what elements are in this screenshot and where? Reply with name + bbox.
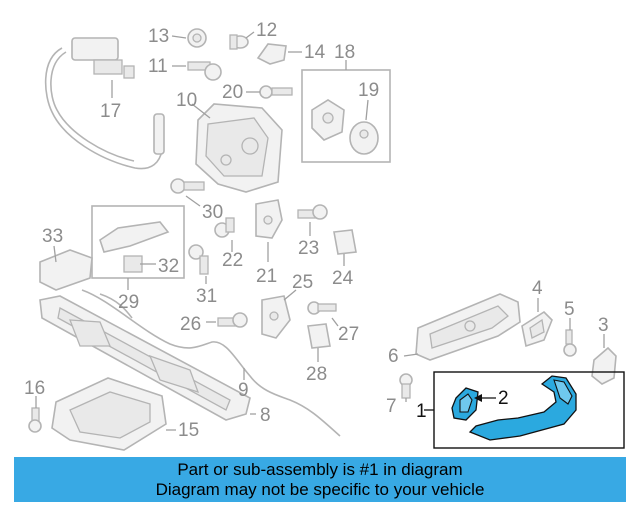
- cap-14: [256, 43, 287, 65]
- bushing-24: [333, 229, 357, 255]
- leader-10: [191, 103, 211, 119]
- leader-13: [171, 35, 187, 39]
- outside-handle-1[interactable]: [468, 375, 577, 441]
- callout-9[interactable]: 9: [238, 380, 249, 401]
- callout-21[interactable]: 21: [256, 266, 277, 287]
- bracket-25: [261, 295, 291, 339]
- callout-25[interactable]: 25: [292, 272, 313, 293]
- bracket-21: [255, 199, 283, 239]
- leader-6: [403, 353, 419, 357]
- callout-30[interactable]: 30: [202, 202, 223, 223]
- callout-29[interactable]: 29: [118, 292, 139, 313]
- callout-33[interactable]: 33: [42, 226, 63, 247]
- door-latch-10: [195, 103, 283, 193]
- door-frame: [39, 289, 341, 437]
- callout-5[interactable]: 5: [564, 299, 575, 320]
- striker-assembly-18: [301, 69, 391, 163]
- bolt-27: [307, 301, 337, 315]
- bolt-20: [259, 85, 293, 99]
- callout-26[interactable]: 26: [180, 314, 201, 335]
- callout-6[interactable]: 6: [388, 346, 399, 367]
- switch-33: [39, 249, 93, 291]
- control-module-15: [51, 377, 167, 451]
- callout-7[interactable]: 7: [386, 396, 397, 417]
- actuator-cable-17: [44, 37, 165, 170]
- callout-28[interactable]: 28: [306, 364, 327, 385]
- callout-8[interactable]: 8: [260, 405, 271, 426]
- bolt-31: [188, 244, 209, 275]
- callout-10[interactable]: 10: [176, 90, 197, 111]
- callout-27[interactable]: 27: [338, 324, 359, 345]
- bushing-28: [307, 323, 331, 349]
- callout-19[interactable]: 19: [358, 80, 379, 101]
- callout-18[interactable]: 18: [334, 42, 355, 63]
- callout-15[interactable]: 15: [178, 420, 199, 441]
- leader-25: [283, 289, 297, 301]
- grommet-13: [187, 28, 207, 48]
- leader-33: [53, 245, 57, 263]
- bolt-16: [28, 407, 42, 433]
- callout-1[interactable]: 1: [416, 401, 427, 422]
- callout-16[interactable]: 16: [24, 378, 45, 399]
- leader-27: [331, 317, 339, 327]
- leader-30: [185, 195, 201, 207]
- callout-22[interactable]: 22: [222, 250, 243, 271]
- callout-2[interactable]: 2: [498, 388, 509, 409]
- bolt-11: [187, 61, 222, 81]
- bolt-12: [229, 34, 249, 50]
- leader-12: [245, 31, 255, 39]
- handle-insert-2[interactable]: [451, 387, 479, 421]
- callout-32[interactable]: 32: [158, 256, 179, 277]
- callout-14[interactable]: 14: [304, 42, 326, 63]
- leader-2: [474, 394, 496, 402]
- bolt-26: [217, 312, 248, 328]
- screw-5: [563, 329, 577, 357]
- leader-19: [365, 99, 369, 121]
- callout-31[interactable]: 31: [196, 286, 217, 307]
- handle-carrier-6: [415, 293, 521, 361]
- callout-13[interactable]: 13: [148, 26, 169, 47]
- info-banner: Part or sub-assembly is #1 in diagram Di…: [14, 457, 626, 502]
- gasket-4: [521, 310, 553, 348]
- banner-line-2: Diagram may not be specific to your vehi…: [155, 479, 485, 499]
- callout-4[interactable]: 4: [532, 278, 543, 299]
- banner-line-1: Part or sub-assembly is #1 in diagram: [177, 459, 463, 479]
- bolt-7: [399, 373, 413, 399]
- lock-cylinder-kit-29: [91, 205, 185, 279]
- bolt-22: [214, 217, 235, 238]
- callout-23[interactable]: 23: [298, 238, 319, 259]
- callout-24[interactable]: 24: [332, 268, 354, 289]
- callout-11[interactable]: 11: [148, 56, 168, 77]
- callout-12[interactable]: 12: [256, 20, 277, 41]
- parts-diagram: 1 2 3 4 5 6 7 8 9 10 11 12 13 14 15 16 1…: [24, 20, 625, 451]
- callout-17[interactable]: 17: [100, 101, 121, 122]
- bolt-23: [297, 204, 328, 220]
- cover-3: [591, 346, 617, 385]
- callout-3[interactable]: 3: [598, 315, 609, 336]
- callout-20[interactable]: 20: [222, 82, 243, 103]
- bolt-30: [170, 178, 205, 194]
